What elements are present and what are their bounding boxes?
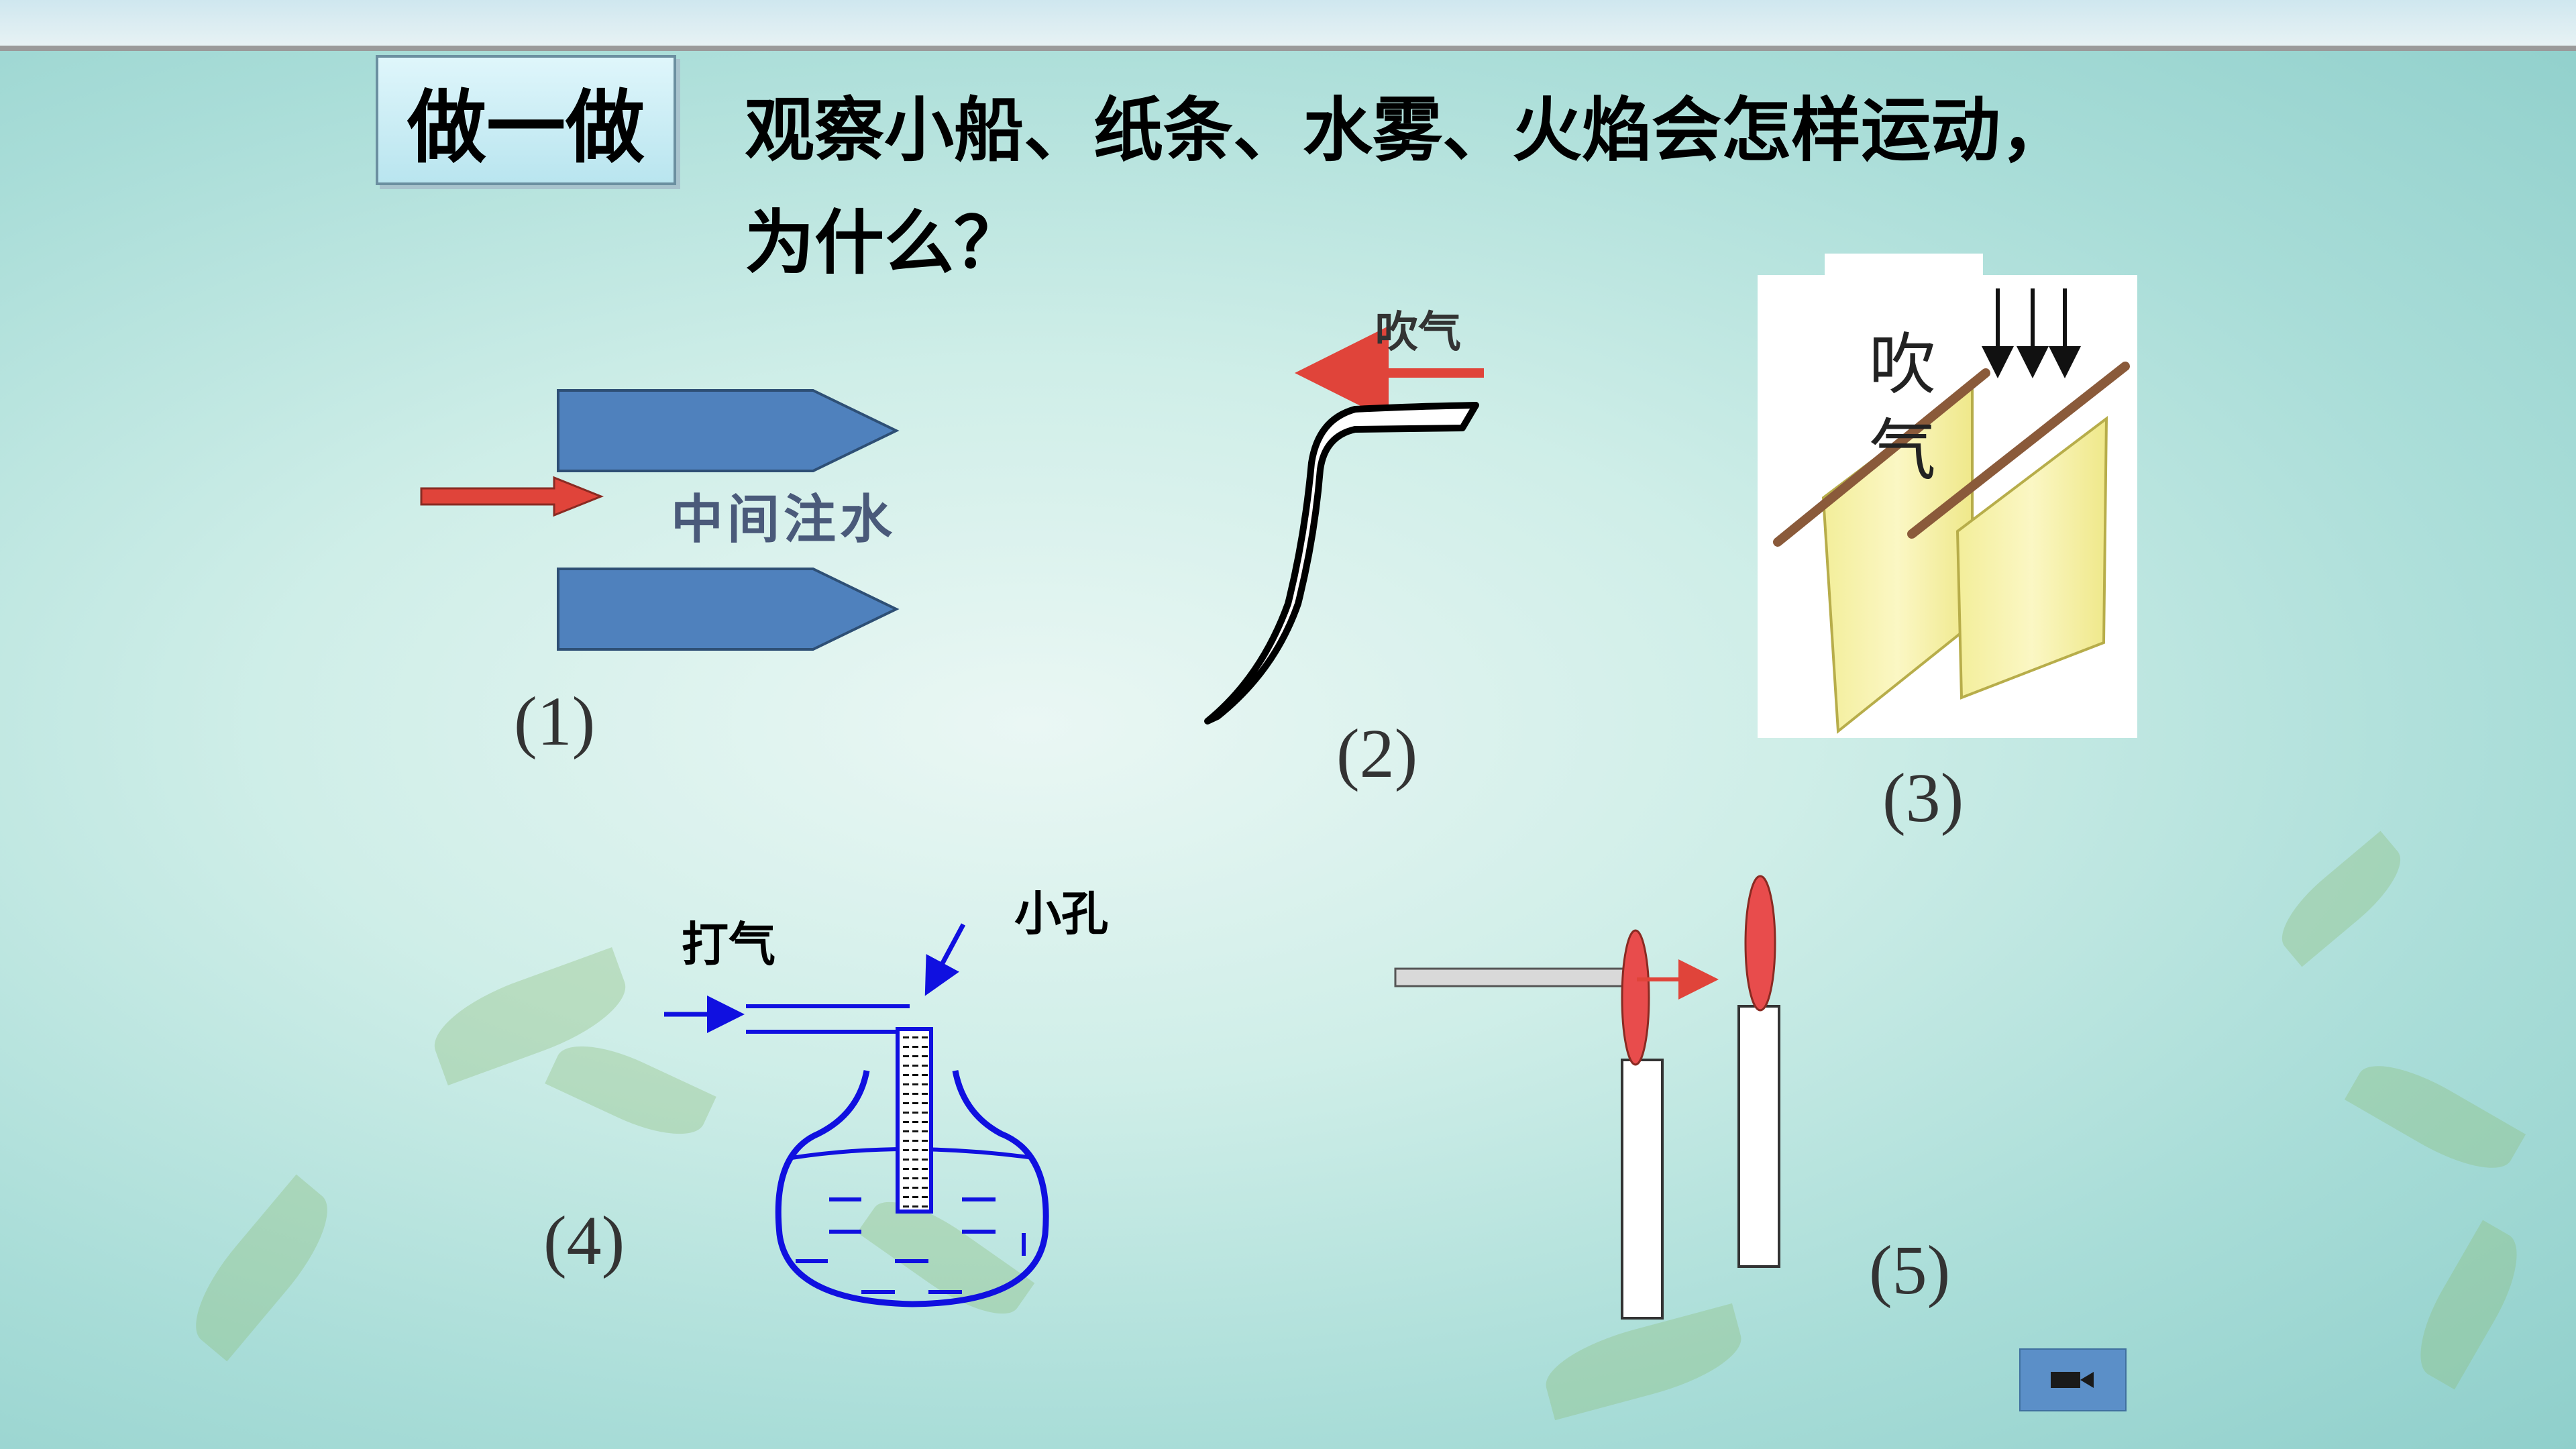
question-text: 观察小船、纸条、水雾、火焰会怎样运动， 为什么？ [745, 89, 2071, 284]
fig2-label: 吹气 [1375, 308, 1461, 358]
top-band [0, 0, 2576, 51]
rod-left [1773, 368, 1990, 547]
rod-right [1907, 362, 2130, 539]
water-arrow [420, 476, 604, 517]
flame-left [1621, 929, 1650, 1066]
caption-3: (3) [1882, 759, 1964, 837]
figure-2-paper-strip [1204, 326, 1484, 724]
figure-4-sprayer [664, 923, 1049, 1307]
video-camera-icon [2051, 1372, 2094, 1388]
figure-1-boats [420, 389, 900, 651]
straw [1394, 967, 1625, 987]
figure-3-hanging-papers [1758, 254, 2137, 738]
caption-4: (4) [543, 1202, 625, 1279]
fig3-label: 吹 气 [1869, 325, 1936, 490]
fig1-label: 中间注水 [671, 490, 897, 550]
flask [775, 1070, 1049, 1307]
video-button[interactable] [2019, 1348, 2127, 1411]
paper-sheet-right [1955, 415, 2108, 700]
title-box: 做一做 [376, 55, 676, 185]
flame-right [1744, 875, 1776, 1012]
paper-strip [1204, 402, 1479, 724]
fig4-label-hole: 小孔 [1014, 886, 1108, 941]
boat-bottom [557, 568, 900, 651]
figure-5-candles [1394, 875, 1780, 1320]
candle-left [1621, 1059, 1664, 1320]
boat-top [557, 389, 900, 472]
caption-2: (2) [1336, 715, 1418, 792]
fig4-label-pump: 打气 [682, 917, 775, 972]
dropper-tube [896, 1027, 933, 1214]
caption-1: (1) [514, 683, 596, 760]
caption-5: (5) [1869, 1232, 1951, 1309]
candle-right [1737, 1005, 1780, 1268]
